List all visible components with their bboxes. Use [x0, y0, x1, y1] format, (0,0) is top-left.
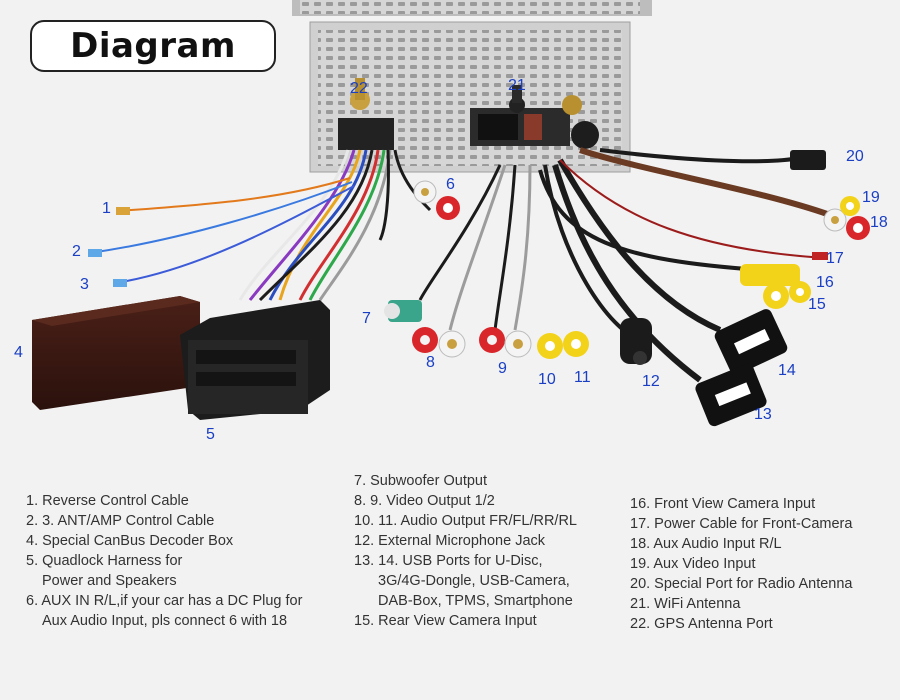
legend-item: 17. Power Cable for Front-Camera — [630, 516, 853, 532]
callout-4: 4 — [14, 344, 23, 361]
legend-item: 19. Aux Video Input — [630, 556, 756, 572]
callout-8: 8 — [426, 354, 435, 371]
callout-11: 11 — [574, 369, 591, 386]
legend-item: Power and Speakers — [42, 573, 177, 589]
legend-item: 13. 14. USB Ports for U-Disc, — [354, 553, 543, 569]
legend-item: 18. Aux Audio Input R/L — [630, 536, 782, 552]
legend-item: 7. Subwoofer Output — [354, 473, 487, 489]
legend-item: 8. 9. Video Output 1/2 — [354, 493, 495, 509]
quadlock-connector — [180, 300, 330, 420]
legend-item: 5. Quadlock Harness for — [26, 553, 183, 569]
callout-19: 19 — [862, 189, 880, 206]
callout-13: 13 — [754, 406, 772, 423]
usb-ports — [695, 309, 788, 427]
rca-connectors — [384, 150, 870, 365]
callout-22: 22 — [350, 80, 368, 97]
legend-item: 2. 3. ANT/AMP Control Cable — [26, 513, 215, 529]
callout-16: 16 — [816, 274, 834, 291]
legend-item: Aux Audio Input, pls connect 6 with 18 — [42, 613, 288, 629]
callout-20: 20 — [846, 148, 864, 165]
callout-21: 21 — [508, 77, 526, 94]
legend-item: DAB-Box, TPMS, Smartphone — [378, 593, 573, 609]
legend-item: 22. GPS Antenna Port — [630, 616, 773, 632]
legend-item: 15. Rear View Camera Input — [354, 613, 537, 629]
callout-17: 17 — [826, 250, 844, 267]
callout-18: 18 — [870, 214, 888, 231]
legend-item: 20. Special Port for Radio Antenna — [630, 576, 853, 592]
callout-6: 6 — [446, 176, 455, 193]
legend-column-1: 1. Reverse Control Cable 2. 3. ANT/AMP C… — [26, 491, 302, 631]
control-cables — [88, 177, 355, 287]
legend-item: 3G/4G-Dongle, USB-Camera, — [378, 573, 570, 589]
legend-item: 10. 11. Audio Output FR/FL/RR/RL — [354, 513, 577, 529]
callout-15: 15 — [808, 296, 826, 313]
page-title: Diagram — [70, 26, 236, 66]
callout-14: 14 — [778, 362, 796, 379]
legend-item: 12. External Microphone Jack — [354, 533, 546, 549]
legend-item: 16. Front View Camera Input — [630, 496, 816, 512]
callout-12: 12 — [642, 373, 660, 390]
callout-2: 2 — [72, 243, 81, 260]
legend-column-3: 16. Front View Camera Input 17. Power Ca… — [630, 494, 852, 634]
legend-column-2: 7. Subwoofer Output 8. 9. Video Output 1… — [354, 471, 577, 631]
legend-item: 6. AUX IN R/L,if your car has a DC Plug … — [26, 593, 303, 609]
callout-3: 3 — [80, 276, 89, 293]
legend-item: 4. Special CanBus Decoder Box — [26, 533, 234, 549]
head-unit-chassis — [292, 0, 652, 173]
harness-wires — [238, 149, 392, 302]
callout-9: 9 — [498, 360, 507, 377]
callout-1: 1 — [102, 200, 111, 217]
canbus-decoder-box — [32, 296, 200, 410]
legend-item: 21. WiFi Antenna — [630, 596, 741, 612]
legend-item: 1. Reverse Control Cable — [26, 493, 189, 509]
callout-5: 5 — [206, 426, 215, 443]
harness-illustration — [32, 0, 870, 427]
callout-10: 10 — [538, 371, 556, 388]
title-badge: Diagram — [30, 20, 276, 72]
callout-7: 7 — [362, 310, 371, 327]
